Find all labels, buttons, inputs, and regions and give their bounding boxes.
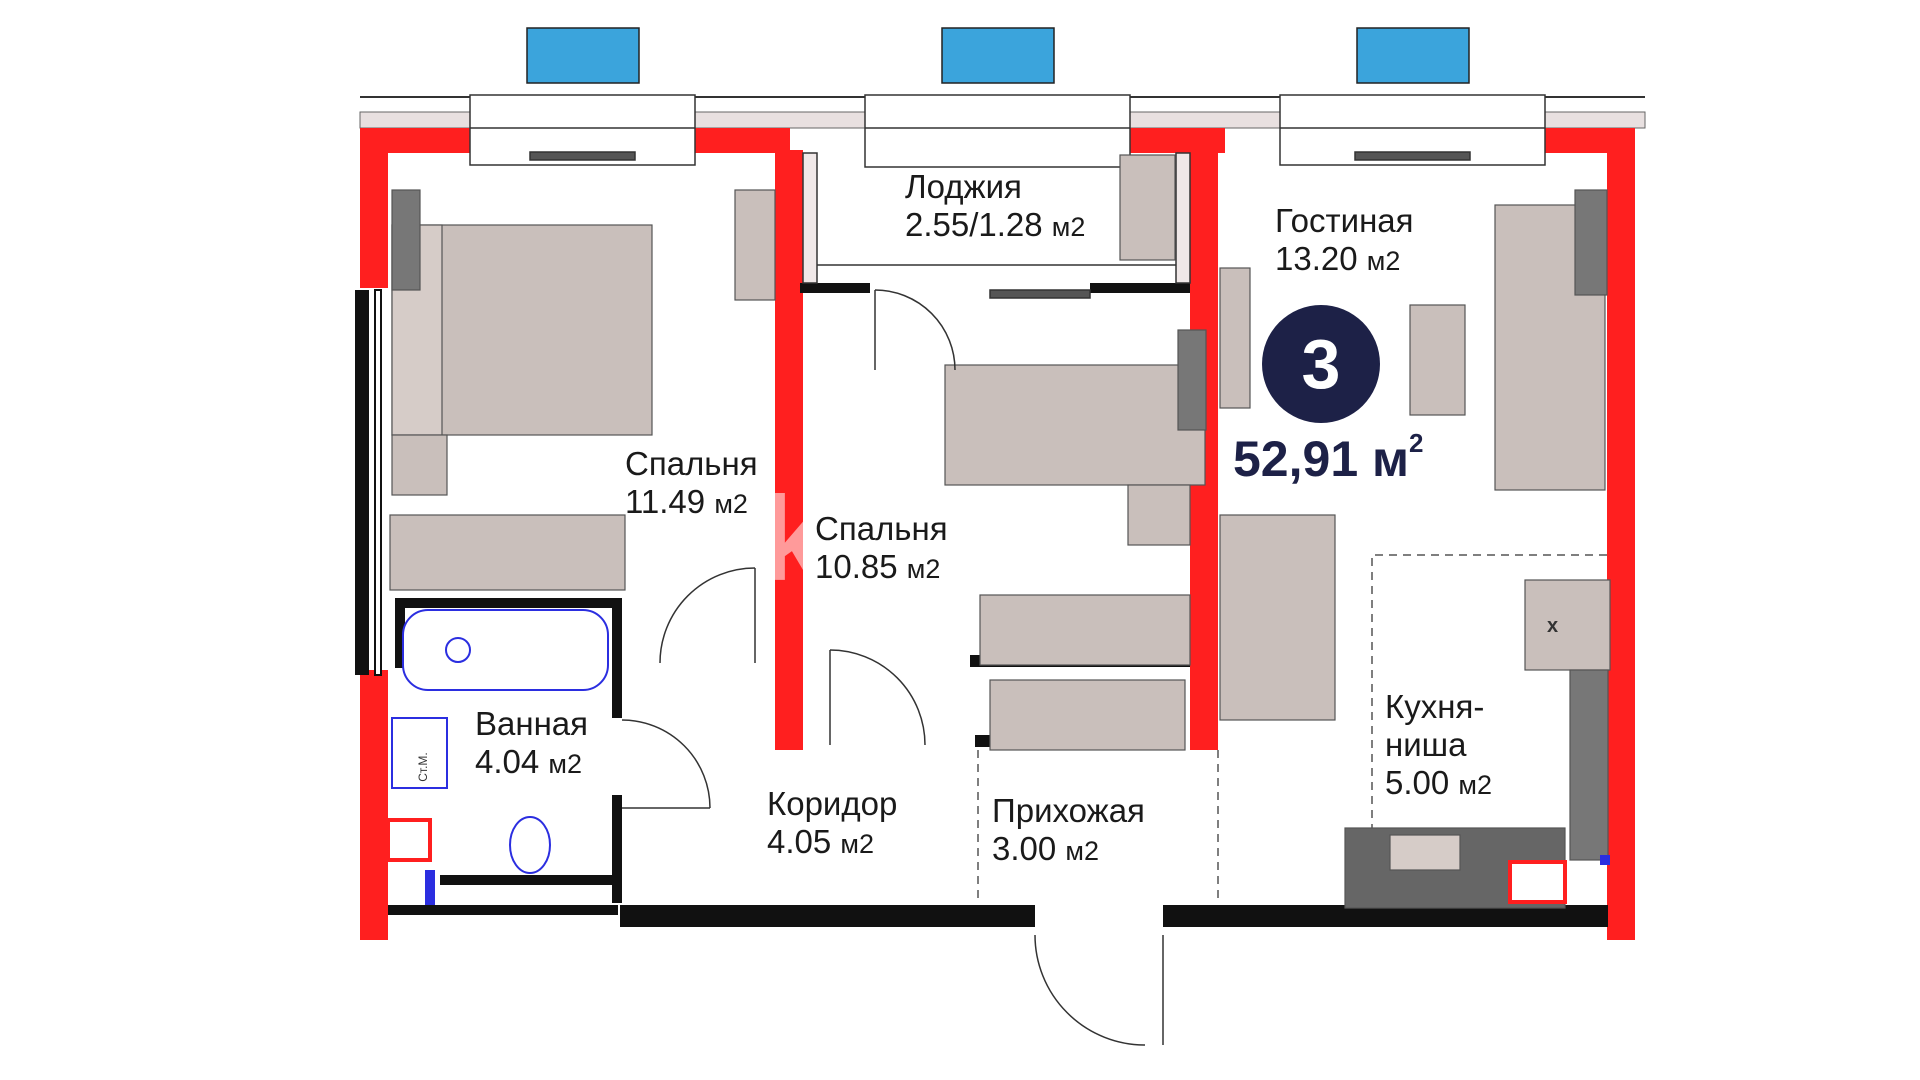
room-label-kitchen: Кухня- ниша 5.00 м2 [1385,688,1492,804]
room-name: Спальня [625,445,758,482]
room-area: 3.00 м2 [992,830,1099,867]
room-label-corridor: Коридор 4.05 м2 [767,785,897,863]
room-area: 2.55/1.28 м2 [905,206,1086,243]
window-indicator-center [941,27,1055,84]
utility-boxes [386,818,1567,904]
room-label-bedroom-2: Спальня 10.85 м2 [815,510,948,588]
room-label-living: Гостиная 13.20 м2 [1275,202,1414,280]
room-label-loggia: Лоджия 2.55/1.28 м2 [905,168,1085,246]
windows [469,94,1546,299]
room-label-hallway: Прихожая 3.00 м2 [992,792,1145,870]
room-area: 5.00 м2 [1385,764,1492,801]
window-indicators [526,27,1470,84]
room-name: Спальня [815,510,948,547]
doors [621,289,1164,1046]
room-area: 10.85 м2 [815,548,941,585]
watermark: kn.kz [760,472,1091,606]
loggia-walls [802,152,1191,284]
room-label-bathroom: Ванная 4.04 м2 [475,705,588,783]
stove-mark: x [1547,615,1559,637]
room-name: Лоджия [905,168,1022,205]
room-area: 4.05 м2 [767,823,874,860]
room-name-line-1: Кухня- [1385,688,1485,725]
room-name: Коридор [767,785,898,822]
window-indicator-left [526,27,640,84]
window-indicator-right [1356,27,1470,84]
rooms-count-badge: 3 [1262,305,1380,423]
room-area: 13.20 м2 [1275,240,1401,277]
total-area: 52,91 м2 [1233,428,1424,487]
room-name: Прихожая [992,792,1145,829]
zone-dividers [977,554,1607,900]
room-area: 11.49 м2 [625,483,748,520]
room-label-bedroom-1: Спальня 11.49 м2 [625,445,758,523]
room-name: Ванная [475,705,589,742]
plumbing [391,609,609,874]
riser-label: Ст.М. [415,752,430,782]
room-name-line-2: ниша [1385,726,1467,763]
interior-walls [355,283,1608,927]
furniture [389,154,1611,909]
room-area: 4.04 м2 [475,743,582,780]
room-name: Гостиная [1275,202,1414,239]
